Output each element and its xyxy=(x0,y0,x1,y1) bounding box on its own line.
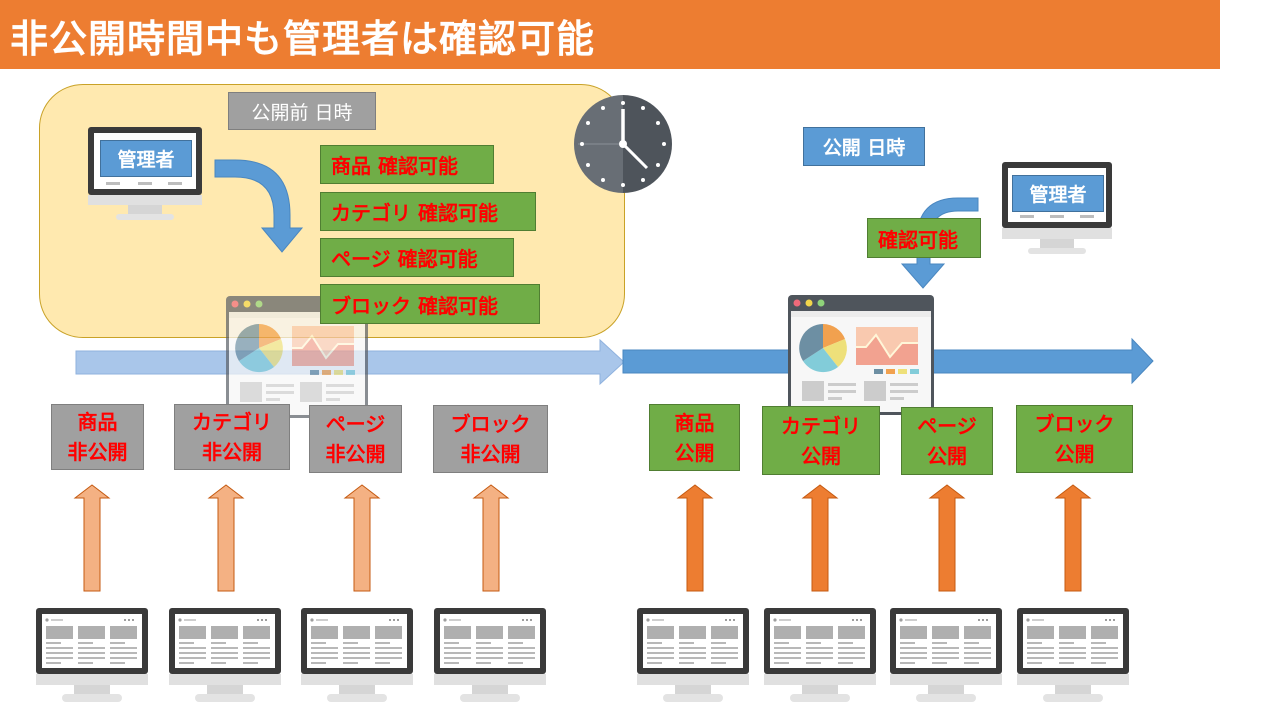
up-arrow-page-public xyxy=(928,484,966,592)
desktop-monitor-icon xyxy=(1017,608,1129,702)
dashboard-window-icon-publish xyxy=(788,295,934,415)
curved-arrow-left-shape xyxy=(214,159,304,253)
status-line1: カテゴリ xyxy=(192,410,272,434)
admin-label-left: 管理者 xyxy=(100,140,192,177)
check-item-page: ページ 確認可能 xyxy=(320,238,514,277)
up-arrow-category-public xyxy=(801,484,839,592)
status-line2: 非公開 xyxy=(67,440,128,464)
status-page-public: ページ 公開 xyxy=(901,407,993,475)
pre-publish-datetime-label: 公開前 日時 xyxy=(228,92,376,130)
status-category-public: カテゴリ 公開 xyxy=(762,406,880,475)
status-line1: ブロック xyxy=(450,412,531,436)
check-item-block: ブロック 確認可能 xyxy=(320,284,540,324)
desktop-monitor-icon xyxy=(36,608,148,702)
desktop-monitor-icon xyxy=(890,608,1002,702)
page-title: 非公開時間中も管理者は確認可能 xyxy=(10,17,596,61)
desktop-monitor-icon xyxy=(637,608,749,702)
status-line1: カテゴリ xyxy=(781,413,861,438)
status-line1: ブロック xyxy=(1034,412,1115,436)
status-line2: 公開 xyxy=(674,440,715,465)
up-arrow-block-public xyxy=(1054,484,1092,592)
status-line1: ページ xyxy=(917,414,977,438)
dashboard-window-icon-pre xyxy=(226,296,368,418)
status-line2: 公開 xyxy=(1054,442,1095,466)
status-block-private: ブロック 非公開 xyxy=(433,405,548,473)
admin-label-right: 管理者 xyxy=(1012,175,1104,212)
status-line2: 公開 xyxy=(927,444,967,468)
clock-icon xyxy=(574,95,672,193)
up-arrow-block-private xyxy=(472,484,510,592)
status-product-public: 商品 公開 xyxy=(649,404,740,471)
up-arrow-product-public xyxy=(676,484,714,592)
status-line2: 非公開 xyxy=(325,442,386,466)
check-item-product: 商品 確認可能 xyxy=(320,145,494,184)
status-category-private: カテゴリ 非公開 xyxy=(174,404,290,470)
publish-datetime-label: 公開 日時 xyxy=(803,127,925,166)
check-item-category: カテゴリ 確認可能 xyxy=(320,192,536,231)
desktop-monitor-icon xyxy=(434,608,546,702)
check-item-admin-publish: 確認可能 xyxy=(867,218,981,258)
up-arrow-page-private xyxy=(343,484,381,592)
up-arrow-category-private xyxy=(207,484,245,592)
title-bar: 非公開時間中も管理者は確認可能 xyxy=(0,0,1220,69)
up-arrow-product-private xyxy=(73,484,111,592)
status-block-public: ブロック 公開 xyxy=(1016,405,1133,473)
status-line2: 非公開 xyxy=(460,442,521,466)
desktop-monitor-icon xyxy=(301,608,413,702)
status-page-private: ページ 非公開 xyxy=(309,405,402,473)
status-line1: 商品 xyxy=(674,410,715,435)
status-line1: ページ xyxy=(325,412,386,436)
desktop-monitor-icon xyxy=(764,608,876,702)
status-line2: 公開 xyxy=(801,443,841,468)
status-line1: 商品 xyxy=(77,410,118,434)
status-product-private: 商品 非公開 xyxy=(51,404,144,470)
status-line2: 非公開 xyxy=(202,440,262,464)
desktop-monitor-icon xyxy=(169,608,281,702)
